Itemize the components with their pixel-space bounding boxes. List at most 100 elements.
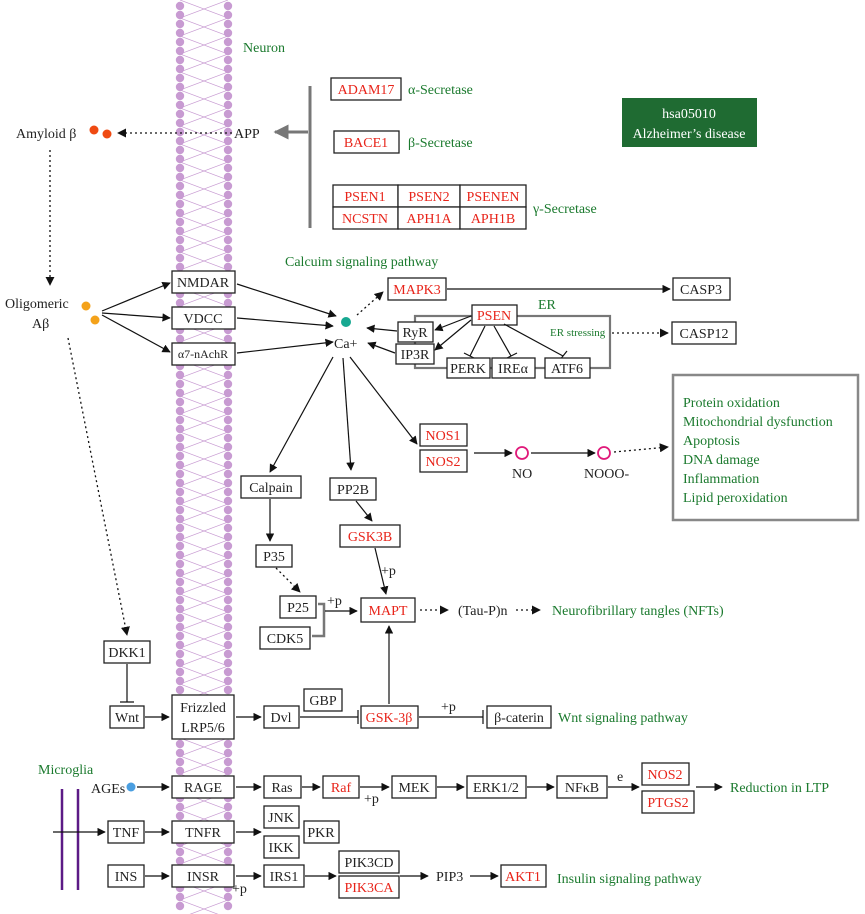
membrane-bead bbox=[223, 397, 233, 407]
rage-receptor[interactable]: RAGE bbox=[171, 775, 235, 799]
psen-gene[interactable]: PSEN bbox=[471, 304, 518, 326]
gsk3b-to-mapt bbox=[374, 547, 389, 595]
casp3-node[interactable]: CASP3 bbox=[672, 277, 731, 301]
membrane-bead bbox=[175, 577, 185, 587]
ip3r-node[interactable]: IP3R bbox=[395, 343, 435, 365]
psenen-gene[interactable]: PSENEN bbox=[459, 184, 527, 208]
calpain-node[interactable]: Calpain bbox=[240, 475, 302, 499]
membrane-bead bbox=[223, 748, 233, 758]
membrane-bead bbox=[175, 505, 185, 515]
vdcc-receptor[interactable]: VDCC bbox=[171, 306, 236, 330]
nooo-to-effects bbox=[613, 443, 669, 453]
app-label: APP bbox=[234, 127, 260, 142]
erk-node[interactable]: ERK1/2 bbox=[466, 775, 527, 799]
ptgs2-gene[interactable]: PTGS2 bbox=[641, 790, 695, 814]
pp2b-node[interactable]: PP2B bbox=[329, 477, 377, 501]
mapt-gene[interactable]: MAPT bbox=[360, 597, 416, 623]
pik3ca-gene[interactable]: PIK3CA bbox=[338, 875, 400, 899]
svg-text:NOS2: NOS2 bbox=[425, 455, 460, 470]
membrane-bead bbox=[223, 109, 233, 119]
adam17-gene[interactable]: ADAM17 bbox=[330, 77, 402, 101]
membrane-bead bbox=[223, 640, 233, 650]
membrane-bead bbox=[223, 541, 233, 551]
gsk3b-gene[interactable]: GSK3B bbox=[339, 524, 401, 548]
pik3cd-node[interactable]: PIK3CD bbox=[338, 850, 400, 874]
p25-node[interactable]: P25 bbox=[279, 595, 317, 619]
mek-node[interactable]: MEK bbox=[391, 775, 437, 799]
membrane-bead bbox=[223, 649, 233, 659]
ras-node[interactable]: Ras bbox=[263, 775, 302, 799]
svg-text:PTGS2: PTGS2 bbox=[647, 796, 688, 811]
oligomer-to-a7 bbox=[101, 314, 171, 353]
oligomer-dot bbox=[81, 301, 91, 311]
membrane-bead bbox=[223, 514, 233, 524]
psen1-gene[interactable]: PSEN1 bbox=[332, 184, 399, 208]
svg-text:NCSTN: NCSTN bbox=[342, 212, 388, 227]
pathway-id: hsa05010 bbox=[662, 107, 716, 122]
membrane-bead bbox=[175, 667, 185, 677]
bcatenin-node[interactable]: β-caterin bbox=[486, 705, 552, 729]
nmdar-receptor[interactable]: NMDAR bbox=[171, 270, 236, 294]
svg-text:PERK: PERK bbox=[450, 362, 486, 377]
membrane-bead bbox=[223, 136, 233, 146]
ryr-node[interactable]: RyR bbox=[397, 321, 434, 343]
membrane-bead bbox=[175, 190, 185, 200]
perk-node[interactable]: PERK bbox=[446, 357, 491, 379]
nos2-lower-gene[interactable]: NOS2 bbox=[641, 762, 690, 786]
nfkb-node[interactable]: NFκB bbox=[556, 775, 608, 799]
tnfr-receptor[interactable]: TNFR bbox=[171, 820, 235, 844]
membrane-bead bbox=[223, 91, 233, 101]
atf6-node[interactable]: ATF6 bbox=[544, 357, 591, 379]
membrane-bead bbox=[175, 388, 185, 398]
svg-text:CASP3: CASP3 bbox=[680, 283, 722, 298]
membrane-bead bbox=[223, 145, 233, 155]
akt1-gene[interactable]: AKT1 bbox=[500, 864, 547, 888]
jnk-node[interactable]: JNK bbox=[263, 805, 300, 829]
p35-node[interactable]: P35 bbox=[255, 544, 293, 568]
membrane-bead bbox=[223, 595, 233, 605]
membrane-bead bbox=[223, 172, 233, 182]
ins-node[interactable]: INS bbox=[107, 864, 145, 888]
membrane-bead bbox=[223, 127, 233, 137]
membrane-bead bbox=[175, 856, 185, 866]
cdk5-plus-p: +p bbox=[327, 594, 342, 609]
membrane-bead bbox=[175, 73, 185, 83]
ikk-node[interactable]: IKK bbox=[263, 835, 300, 859]
membrane-bead bbox=[175, 82, 185, 92]
ages-dot bbox=[126, 782, 136, 792]
svg-text:INS: INS bbox=[115, 870, 138, 885]
membrane-bead bbox=[223, 334, 233, 344]
gsk-3beta-gene[interactable]: GSK-3β bbox=[360, 705, 419, 729]
pip3-label: PIP3 bbox=[436, 870, 463, 885]
psen2-gene[interactable]: PSEN2 bbox=[397, 184, 461, 208]
wnt-node[interactable]: Wnt bbox=[109, 705, 145, 729]
a7-nachr-receptor[interactable]: α7-nAchR bbox=[171, 342, 236, 366]
irs1-node[interactable]: IRS1 bbox=[263, 864, 305, 888]
pkr-node[interactable]: PKR bbox=[303, 820, 340, 844]
membrane-bead bbox=[175, 766, 185, 776]
nos1-gene[interactable]: NOS1 bbox=[419, 423, 468, 447]
amyloid-beta-label: Amyloid β bbox=[16, 127, 76, 142]
aph1b-gene[interactable]: APH1B bbox=[459, 206, 527, 230]
gbp-node[interactable]: GBP bbox=[303, 688, 343, 712]
irea-node[interactable]: IREα bbox=[491, 357, 536, 379]
dkk1-node[interactable]: DKK1 bbox=[103, 640, 151, 664]
membrane-bead bbox=[175, 550, 185, 560]
ryr-to-ca bbox=[366, 324, 398, 333]
membrane-bead bbox=[175, 406, 185, 416]
svg-text:IRS1: IRS1 bbox=[270, 870, 299, 885]
casp12-node[interactable]: CASP12 bbox=[671, 321, 737, 345]
mapk3-gene[interactable]: MAPK3 bbox=[387, 277, 447, 301]
cdk5-node[interactable]: CDK5 bbox=[259, 626, 311, 650]
dvl-node[interactable]: Dvl bbox=[263, 705, 300, 729]
nos2-gene[interactable]: NOS2 bbox=[419, 449, 468, 473]
raf-gene[interactable]: Raf bbox=[322, 775, 360, 799]
pathway-badge[interactable]: hsa05010 Alzheimer’s disease bbox=[622, 98, 757, 147]
tnf-node[interactable]: TNF bbox=[107, 820, 145, 844]
svg-text:PSEN1: PSEN1 bbox=[344, 190, 385, 205]
frizzled-receptor[interactable]: Frizzled LRP5/6 bbox=[171, 694, 235, 740]
insr-receptor[interactable]: INSR bbox=[171, 864, 235, 888]
bace1-gene[interactable]: BACE1 bbox=[333, 130, 400, 154]
ncstn-gene[interactable]: NCSTN bbox=[332, 206, 399, 230]
aph1a-gene[interactable]: APH1A bbox=[397, 206, 461, 230]
